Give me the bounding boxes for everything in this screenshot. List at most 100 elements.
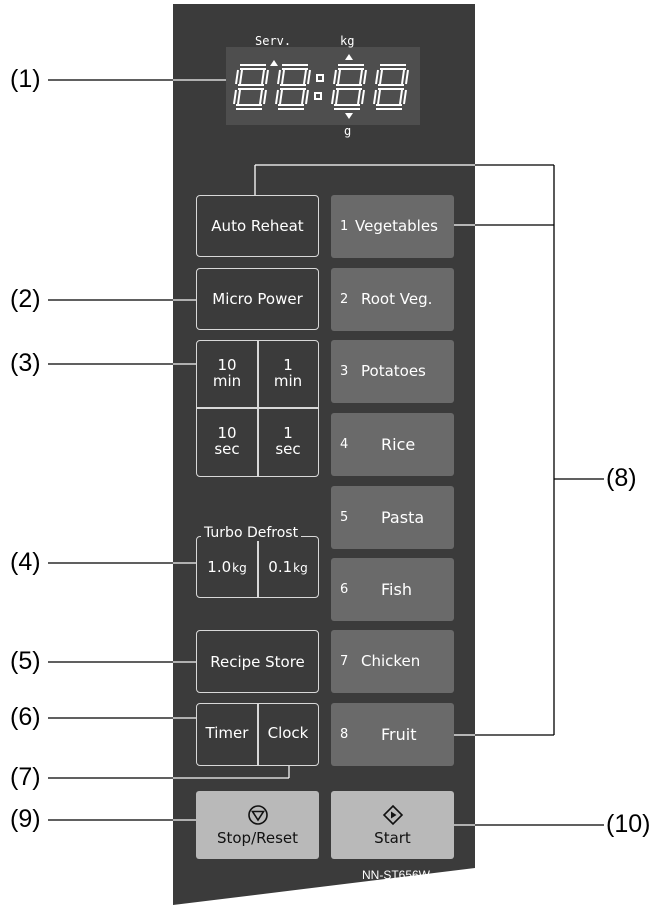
segment: [359, 69, 363, 85]
segment: [363, 69, 367, 85]
callout-2: (2): [10, 285, 41, 313]
one-minute-button[interactable]: 1 min: [258, 341, 318, 407]
serv-arrow-icon: [270, 60, 278, 66]
segment: [337, 69, 341, 85]
program-name: Chicken: [361, 652, 421, 670]
segment: [239, 69, 243, 85]
callout-lines-inner: [173, 79, 475, 826]
segment: [401, 69, 405, 85]
segment: [373, 89, 377, 105]
kg-label: kg: [340, 34, 355, 48]
segment: [233, 89, 237, 105]
time-keypad: 10 min 1 min 10 sec 1 sec: [196, 340, 319, 477]
start-button[interactable]: Start: [331, 791, 454, 859]
model-number: NN-ST656W: [362, 868, 431, 882]
segment: [335, 89, 339, 105]
program-number: 6: [340, 582, 349, 597]
program-number: 4: [340, 437, 349, 452]
program-name: Root Veg.: [361, 290, 433, 308]
program-number: 1: [340, 219, 349, 234]
one-minute-value: 1: [283, 356, 293, 375]
ten-minute-unit: min: [212, 372, 242, 390]
program-name: Vegetables: [355, 217, 438, 235]
timer-button[interactable]: Timer: [205, 724, 249, 743]
segment: [379, 69, 383, 85]
start-label: Start: [374, 828, 411, 847]
segment: [361, 89, 365, 105]
segment: [331, 89, 335, 105]
timer-clock-divider: [257, 704, 259, 765]
segment: [305, 89, 309, 105]
ten-minute-button[interactable]: 10 min: [197, 341, 257, 407]
program-number: 3: [340, 364, 349, 379]
colon-dot: [314, 92, 322, 100]
serv-label: Serv.: [255, 34, 292, 48]
segment: [377, 89, 381, 105]
segment: [357, 89, 361, 105]
segment: [235, 69, 239, 85]
segment: [301, 89, 305, 105]
one-second-unit: sec: [275, 439, 301, 458]
program-button-1[interactable]: 1 Vegetables: [331, 195, 454, 258]
callout-6: (6): [10, 703, 41, 731]
turbo-defrost-divider: [257, 537, 259, 597]
one-second-value: 1: [283, 423, 293, 442]
program-name: Potatoes: [361, 362, 426, 380]
auto-reheat-button[interactable]: Auto Reheat: [196, 195, 319, 257]
defrost-1kg-unit: kg: [232, 560, 247, 575]
colon-dot: [316, 74, 324, 82]
program-name: Pasta: [381, 508, 425, 527]
segment: [277, 69, 281, 85]
g-arrow-icon: [345, 113, 353, 119]
recipe-store-button[interactable]: Recipe Store: [196, 630, 319, 693]
display-digits: [233, 64, 409, 110]
micro-power-button[interactable]: Micro Power: [196, 268, 319, 330]
segment: [333, 69, 337, 85]
timer-clock-group: Timer Clock: [196, 703, 319, 766]
segment: [405, 69, 409, 85]
time-keypad-vdivider: [257, 341, 259, 476]
stop-reset-button[interactable]: Stop/Reset: [196, 791, 319, 859]
defrost-01kg-value: 0.1: [268, 558, 293, 577]
program-name: Fruit: [381, 725, 417, 744]
segment: [281, 69, 285, 85]
callout-lines: [48, 79, 604, 826]
callout-7: (7): [10, 763, 41, 791]
program-button-2[interactable]: 2 Root Veg.: [331, 268, 454, 331]
program-button-5[interactable]: 5 Pasta: [331, 486, 454, 549]
callout-10: (10): [606, 810, 651, 838]
program-button-7[interactable]: 7 Chicken: [331, 630, 454, 693]
segment: [403, 89, 407, 105]
segment: [265, 69, 269, 85]
program-number: 2: [340, 292, 349, 307]
kg-arrow-icon: [345, 54, 353, 60]
segment: [275, 89, 279, 105]
callout-3: (3): [10, 349, 41, 377]
segment: [303, 69, 307, 85]
g-label: g: [344, 124, 352, 138]
start-icon: [382, 804, 403, 825]
segment: [307, 69, 311, 85]
stop-reset-label: Stop/Reset: [216, 828, 299, 847]
program-number: 8: [340, 727, 349, 742]
callout-1: (1): [10, 65, 41, 93]
program-number: 7: [340, 654, 349, 669]
segment: [399, 89, 403, 105]
program-button-8[interactable]: 8 Fruit: [331, 703, 454, 766]
ten-minute-value: 10: [217, 356, 237, 375]
time-keypad-hdivider: [197, 407, 318, 409]
defrost-1kg-value: 1.0: [207, 558, 232, 577]
ten-second-button[interactable]: 10 sec: [197, 408, 257, 475]
segment: [375, 69, 379, 85]
program-number: 5: [340, 510, 349, 525]
clock-button[interactable]: Clock: [267, 724, 309, 743]
one-second-button[interactable]: 1 sec: [258, 408, 318, 475]
segment: [261, 69, 265, 85]
program-button-3[interactable]: 3 Potatoes: [331, 340, 454, 403]
